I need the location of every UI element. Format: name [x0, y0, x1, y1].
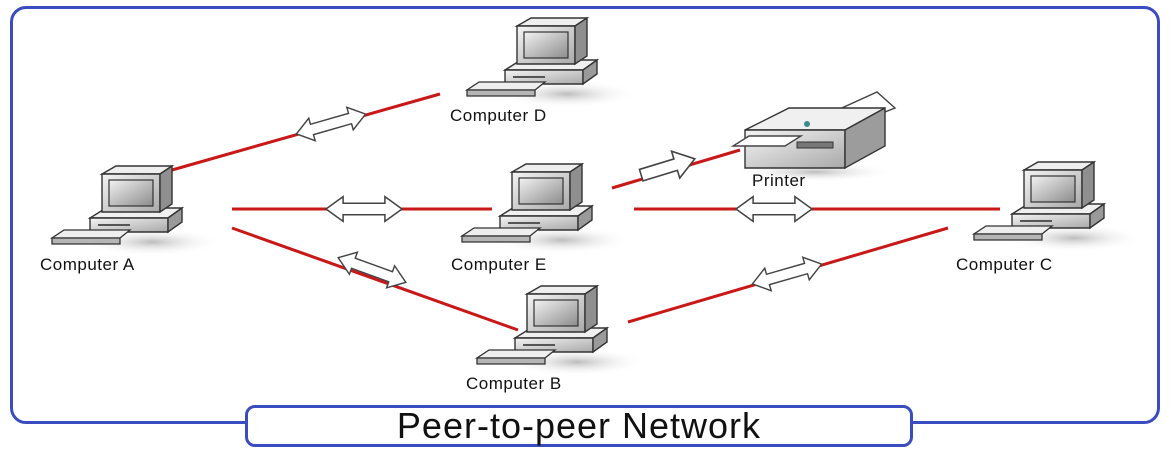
double-arrow-icon [735, 195, 813, 223]
label-computer-b: Computer B [466, 374, 562, 393]
double-arrow-icon [748, 252, 826, 296]
double-arrow-icon [325, 195, 403, 223]
title-box: Peer-to-peer Network [245, 405, 913, 447]
double-arrow-icon [292, 102, 370, 146]
computer-b-icon [476, 285, 648, 377]
label-computer-e: Computer E [451, 255, 547, 274]
label-printer: Printer [752, 171, 806, 190]
label-computer-a: Computer A [40, 255, 135, 274]
connection-lines [171, 92, 1000, 332]
label-computer-c: Computer C [956, 255, 1053, 274]
diagram-title: Peer-to-peer Network [396, 405, 762, 446]
computer-a-icon [51, 165, 223, 257]
printer-icon [730, 91, 897, 182]
link-a-b [231, 226, 519, 332]
computer-d-icon [466, 17, 638, 109]
arrow-right-icon [636, 144, 700, 190]
computer-c-icon [973, 161, 1145, 253]
label-computer-d: Computer D [450, 106, 547, 125]
